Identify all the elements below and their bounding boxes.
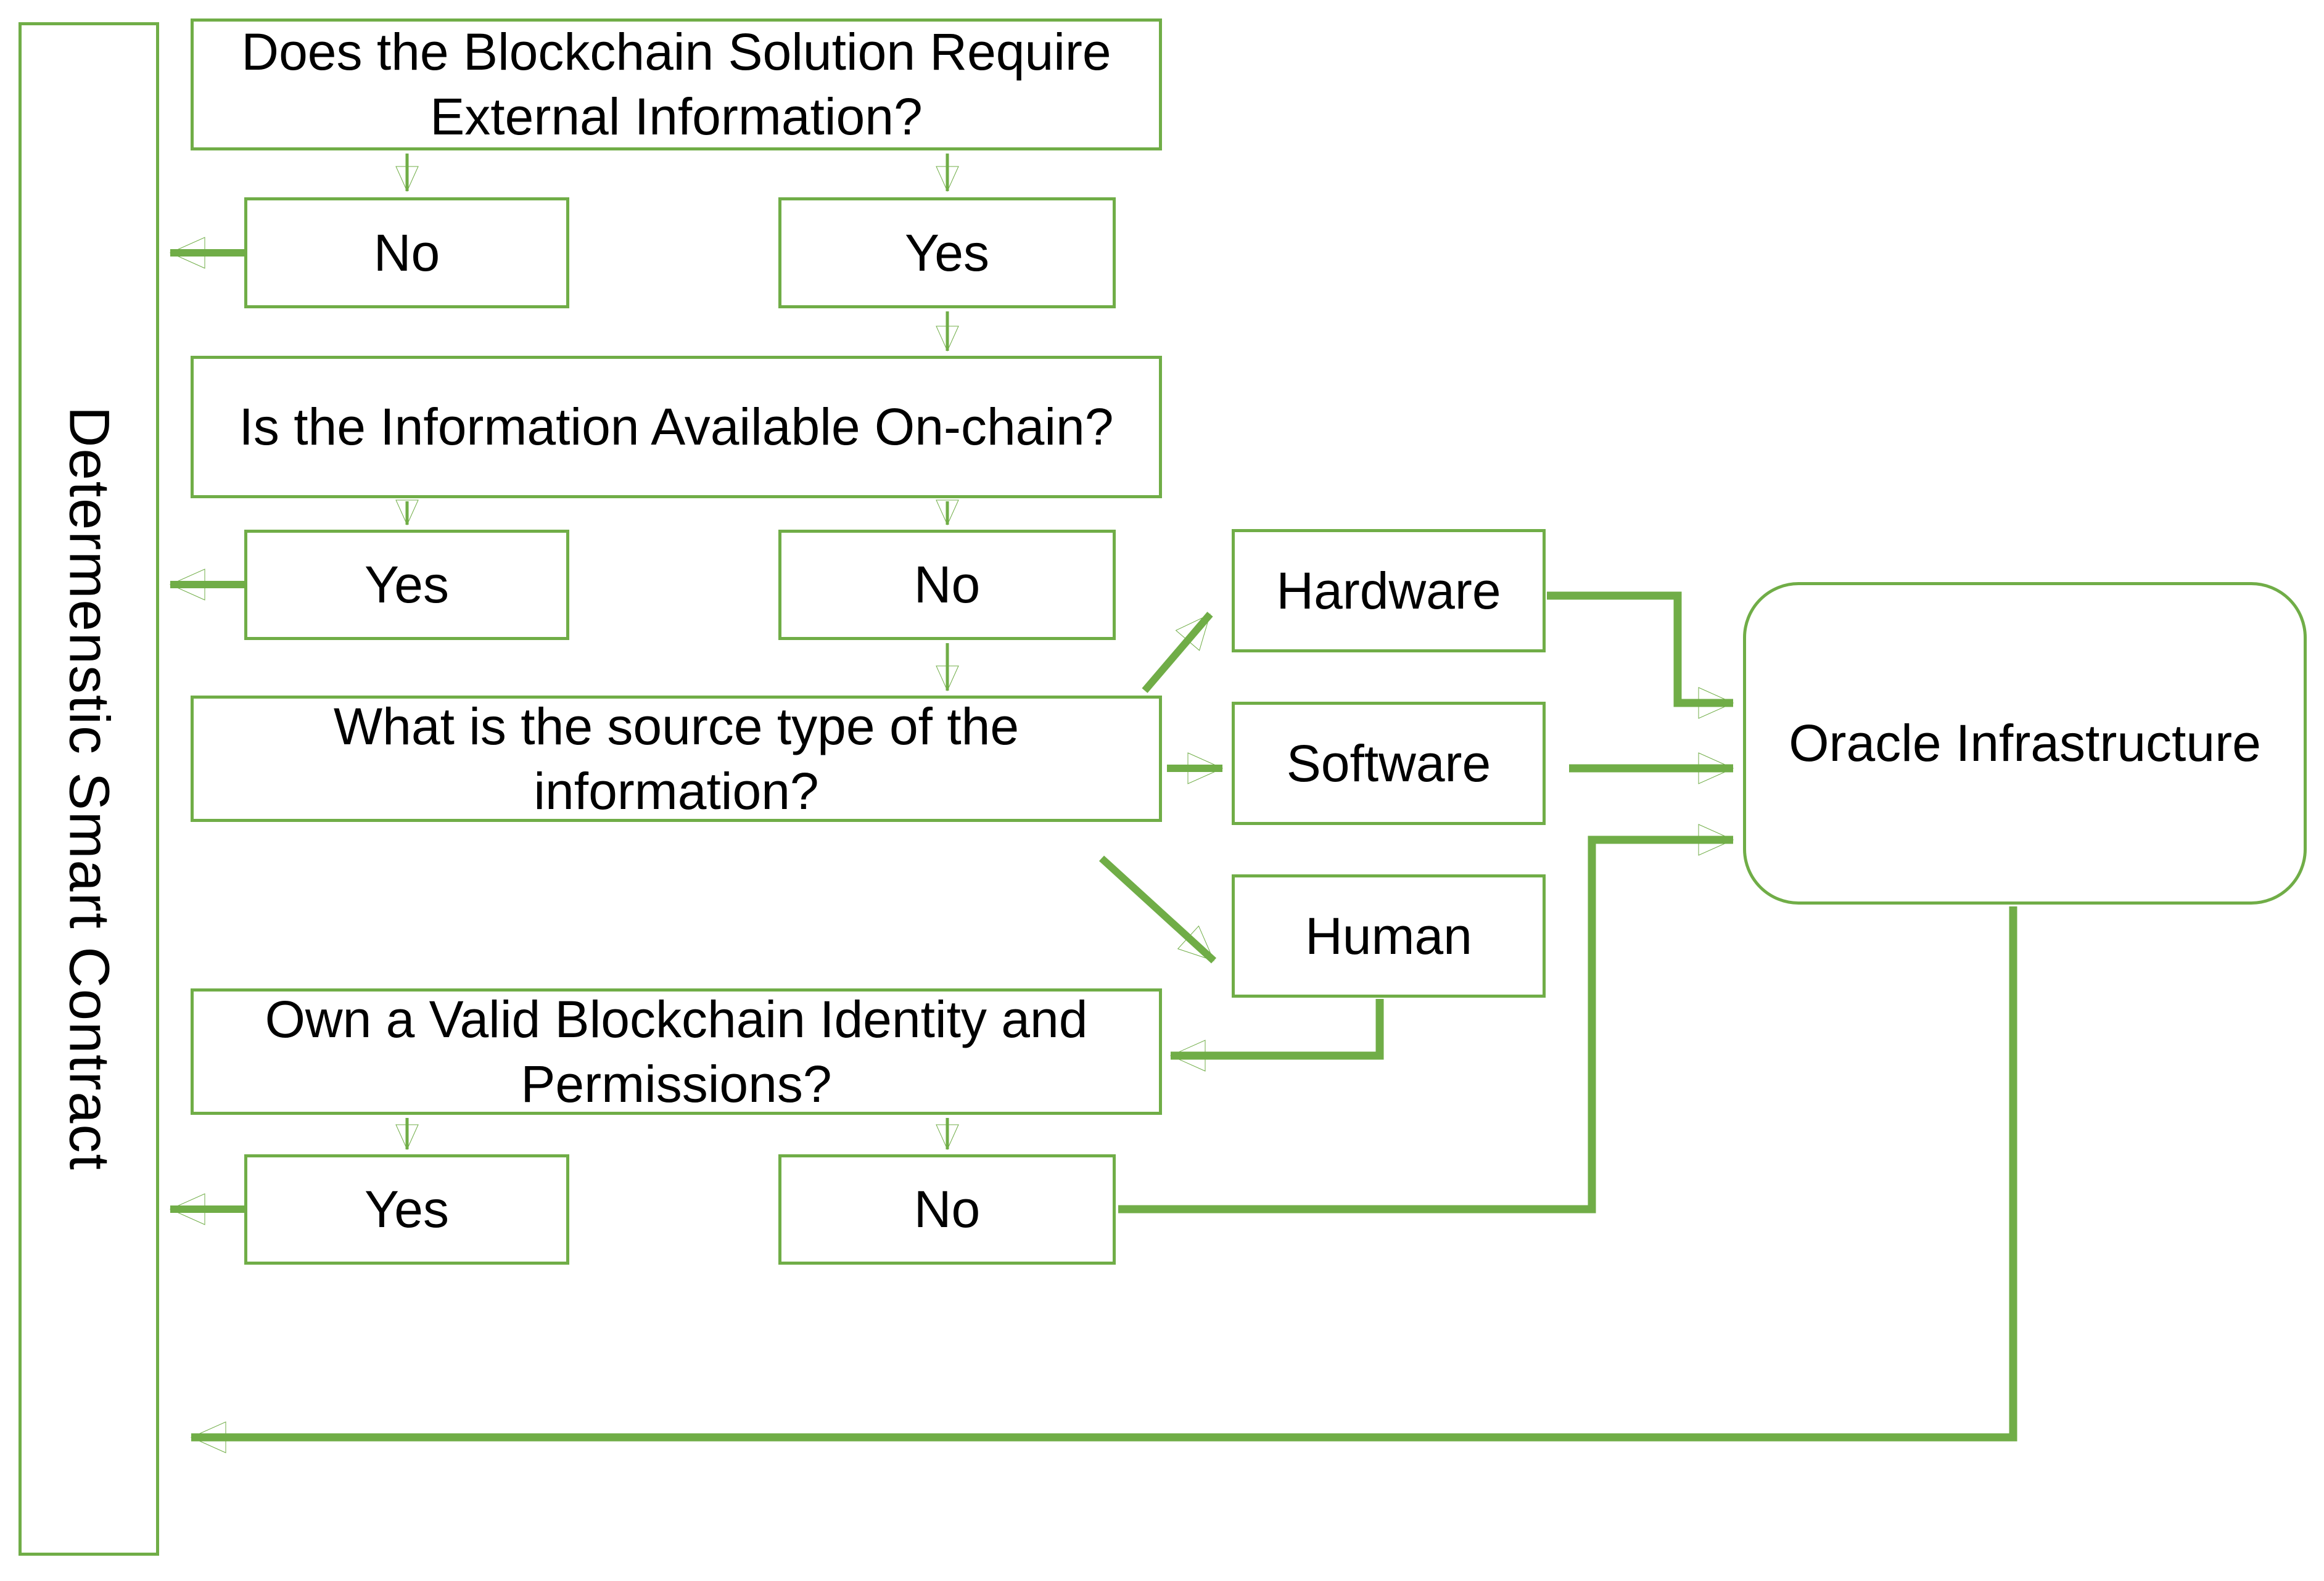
node-label: Yes xyxy=(904,223,990,282)
node-label: No xyxy=(913,556,981,614)
node-hardware: Hardware xyxy=(1232,529,1546,652)
node-software: Software xyxy=(1232,702,1546,825)
node-identity-no: No xyxy=(778,1154,1116,1265)
node-question-identity-permissions: Own a Valid Blockchain Identity and Perm… xyxy=(191,988,1162,1115)
node-label: Is the Information Available On-chain? xyxy=(239,398,1114,456)
node-label: Own a Valid Blockchain Identity and Perm… xyxy=(265,990,1088,1113)
node-external-no: No xyxy=(244,197,569,308)
node-external-yes: Yes xyxy=(778,197,1116,308)
node-identity-yes: Yes xyxy=(244,1154,569,1265)
connector-qsource-to-human xyxy=(1098,855,1217,964)
connector-hardware-to-oracle xyxy=(1547,591,1734,719)
node-question-source-type: What is the source type of the informati… xyxy=(191,696,1162,822)
node-question-external-information: Does the Blockchain Solution Require Ext… xyxy=(191,18,1162,150)
node-label: Hardware xyxy=(1276,561,1501,620)
node-label: No xyxy=(913,1180,981,1238)
node-human: Human xyxy=(1232,874,1546,998)
node-label: No xyxy=(373,223,440,282)
connector-qsource-to-hardware xyxy=(1142,612,1213,693)
connector-human-to-qidentity xyxy=(1169,999,1384,1072)
node-label: What is the source type of the informati… xyxy=(333,697,1020,820)
node-label: Oracle Infrastructure xyxy=(1789,714,2261,772)
node-onchain-no: No xyxy=(778,530,1116,640)
deterministic-smart-contract-label: Determenstic Smart Contract xyxy=(57,406,121,1172)
node-question-available-onchain: Is the Information Available On-chain? xyxy=(191,356,1162,498)
node-label: Software xyxy=(1286,734,1491,792)
node-label: Yes xyxy=(364,1180,450,1238)
node-label: Human xyxy=(1305,906,1472,965)
node-oracle-infrastructure: Oracle Infrastructure xyxy=(1743,582,2307,905)
node-label: Does the Blockchain Solution Require Ext… xyxy=(241,23,1111,146)
deterministic-smart-contract-bar: Determenstic Smart Contract xyxy=(19,22,159,1556)
node-label: Yes xyxy=(364,556,450,614)
node-onchain-yes: Yes xyxy=(244,530,569,640)
